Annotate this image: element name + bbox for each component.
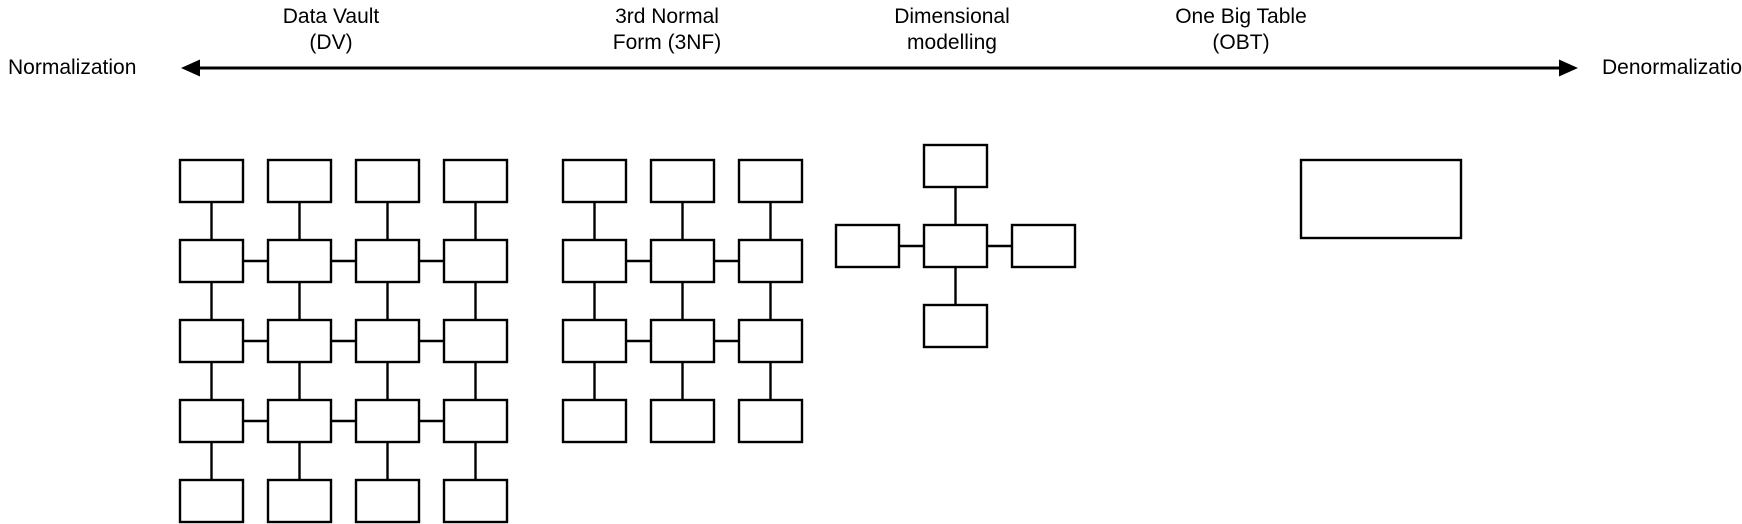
arrow-head-right-icon xyxy=(1559,59,1578,77)
data-vault-entity-box xyxy=(354,238,421,284)
third-normal-form-entity-box xyxy=(649,318,716,364)
stage-label-data-vault: Data Vault (DV) xyxy=(282,5,380,54)
dimensional-modelling-entity-box xyxy=(834,223,901,269)
third-normal-form-entity-box xyxy=(561,318,628,364)
data-vault-entity-box xyxy=(442,398,509,444)
stage-label-dimensional-modelling: Dimensional modelling xyxy=(894,5,1010,54)
data-vault-entity-box xyxy=(266,318,333,364)
data-vault-entity-box xyxy=(442,478,509,524)
dimensional-modelling-entity-box xyxy=(922,143,989,189)
one-big-table-entity-box xyxy=(1299,158,1463,240)
data-vault-entity-box xyxy=(178,398,245,444)
data-vault-entity-box xyxy=(266,158,333,204)
entity-group-data-vault xyxy=(178,158,509,524)
data-vault-entity-box xyxy=(178,158,245,204)
spectrum-arrow xyxy=(181,59,1578,77)
data-vault-entity-box xyxy=(178,478,245,524)
data-vault-entity-box xyxy=(266,478,333,524)
entity-group-third-normal-form xyxy=(561,158,804,444)
data-vault-entity-box xyxy=(266,398,333,444)
arrow-head-left-icon xyxy=(181,59,200,77)
third-normal-form-entity-box xyxy=(649,158,716,204)
data-vault-entity-box xyxy=(266,238,333,284)
data-vault-entity-box xyxy=(442,158,509,204)
axis-label-denormalization: Denormalization xyxy=(1602,56,1742,79)
data-vault-entity-box xyxy=(442,238,509,284)
third-normal-form-entity-box xyxy=(737,398,804,444)
third-normal-form-entity-box xyxy=(649,238,716,284)
data-vault-entity-box xyxy=(354,478,421,524)
dimensional-modelling-entity-box xyxy=(1010,223,1077,269)
stage-label-third-normal-form: 3rd Normal Form (3NF) xyxy=(612,5,722,54)
data-vault-entity-box xyxy=(354,318,421,364)
entity-group-one-big-table xyxy=(1299,158,1463,240)
third-normal-form-entity-box xyxy=(561,398,628,444)
data-vault-entity-box xyxy=(178,318,245,364)
dimensional-modelling-entity-box xyxy=(922,303,989,349)
third-normal-form-entity-box xyxy=(561,238,628,284)
data-vault-entity-box xyxy=(178,238,245,284)
third-normal-form-entity-box xyxy=(737,238,804,284)
third-normal-form-entity-box xyxy=(737,158,804,204)
data-vault-entity-box xyxy=(354,398,421,444)
data-vault-entity-box xyxy=(354,158,421,204)
third-normal-form-entity-box xyxy=(649,398,716,444)
data-vault-entity-box xyxy=(442,318,509,364)
stage-label-one-big-table: One Big Table (OBT) xyxy=(1175,5,1307,54)
entity-group-dimensional-modelling xyxy=(834,143,1077,349)
axis-label-normalization: Normalization xyxy=(8,56,137,79)
dimensional-modelling-entity-box xyxy=(922,223,989,269)
third-normal-form-entity-box xyxy=(561,158,628,204)
third-normal-form-entity-box xyxy=(737,318,804,364)
